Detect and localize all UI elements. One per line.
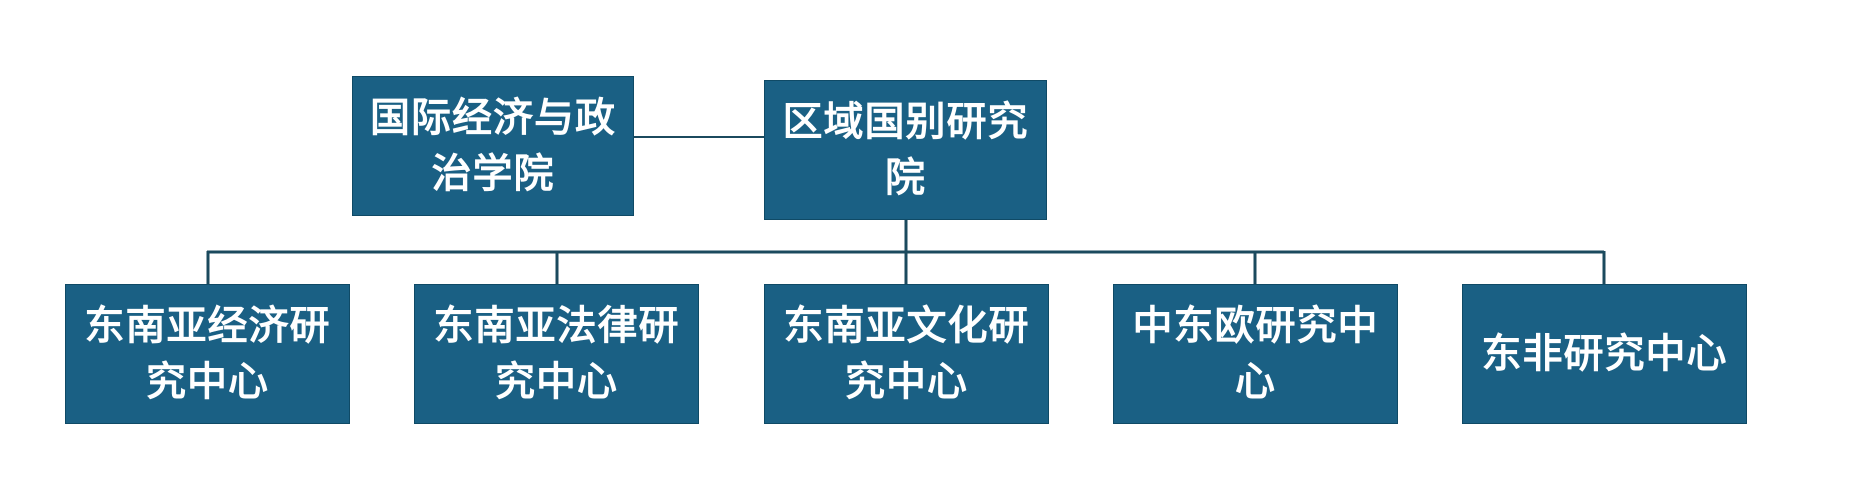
node-child-southeast-asia-economics: 东南亚经济研究中心 bbox=[65, 284, 350, 424]
node-parent-college: 国际经济与政治学院 bbox=[352, 76, 634, 216]
node-root-label: 区域国别研究院 bbox=[782, 99, 1029, 201]
node-parent-label: 国际经济与政治学院 bbox=[370, 95, 616, 197]
node-child-east-africa: 东非研究中心 bbox=[1462, 284, 1747, 424]
node-child-label: 东非研究中心 bbox=[1481, 331, 1728, 377]
node-child-southeast-asia-law: 东南亚法律研究中心 bbox=[414, 284, 699, 424]
node-child-central-eastern-europe: 中东欧研究中心 bbox=[1113, 284, 1398, 424]
node-child-label: 东南亚文化研究中心 bbox=[783, 303, 1030, 405]
node-child-southeast-asia-culture: 东南亚文化研究中心 bbox=[764, 284, 1049, 424]
node-child-label: 东南亚经济研究中心 bbox=[84, 303, 331, 405]
node-root-institute: 区域国别研究院 bbox=[764, 80, 1047, 220]
node-child-label: 中东欧研究中心 bbox=[1132, 303, 1379, 405]
node-child-label: 东南亚法律研究中心 bbox=[433, 303, 680, 405]
